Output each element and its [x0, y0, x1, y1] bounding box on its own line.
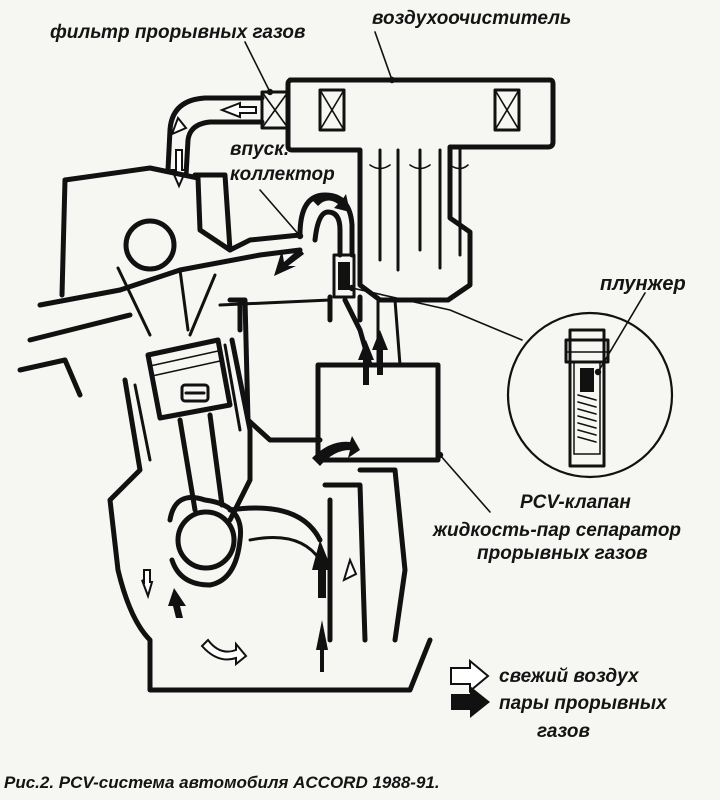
blowby-legend-arrow — [451, 686, 490, 718]
separator-label-line1: жидкость-пар сепаратор — [432, 520, 681, 541]
air-cleaner — [285, 77, 556, 303]
pcv-valve — [327, 253, 363, 323]
connecting-rod — [177, 412, 225, 513]
breather-filter-label: фильтр прорывных газов — [50, 22, 305, 43]
plunger-label: плунжер — [600, 273, 686, 295]
piston — [145, 337, 233, 421]
engine — [59, 165, 433, 693]
separator-label-line2: прорывных газов — [477, 543, 648, 564]
fresh-air-arrows — [170, 101, 257, 189]
aircleaner-label: воздухоочиститель — [372, 8, 571, 29]
crankshaft — [175, 509, 237, 571]
intake-manifold — [17, 172, 355, 398]
blowby-legend-label-line1: пары прорывных — [499, 693, 668, 714]
blowby-arrows-manifold — [274, 193, 350, 276]
blowby-legend-label-line2: газов — [537, 721, 590, 742]
filter-element-left — [318, 88, 346, 132]
breather-filter — [260, 90, 290, 130]
separator — [315, 297, 441, 463]
legend: свежий воздух пары прорывных газов — [450, 658, 668, 742]
camshaft — [123, 218, 177, 272]
breather-hose — [165, 95, 265, 178]
piston-pin — [180, 383, 210, 403]
fresh-air-legend-arrow — [450, 658, 490, 694]
pcv-valve-label: PCV-клапан — [520, 492, 631, 513]
leader-lines — [244, 31, 646, 513]
plunger-detail — [506, 311, 674, 479]
intake-manifold-label-line2: коллектор — [230, 164, 335, 185]
filter-element-right — [493, 88, 521, 132]
fresh-air-legend-label: свежий воздух — [499, 666, 640, 687]
figure-caption: Рис.2. PCV-система автомобиля ACCORD 198… — [4, 773, 440, 792]
fresh-air-arrows-crankcase — [141, 557, 358, 667]
intake-manifold-label-line1: впуск. — [230, 139, 289, 160]
